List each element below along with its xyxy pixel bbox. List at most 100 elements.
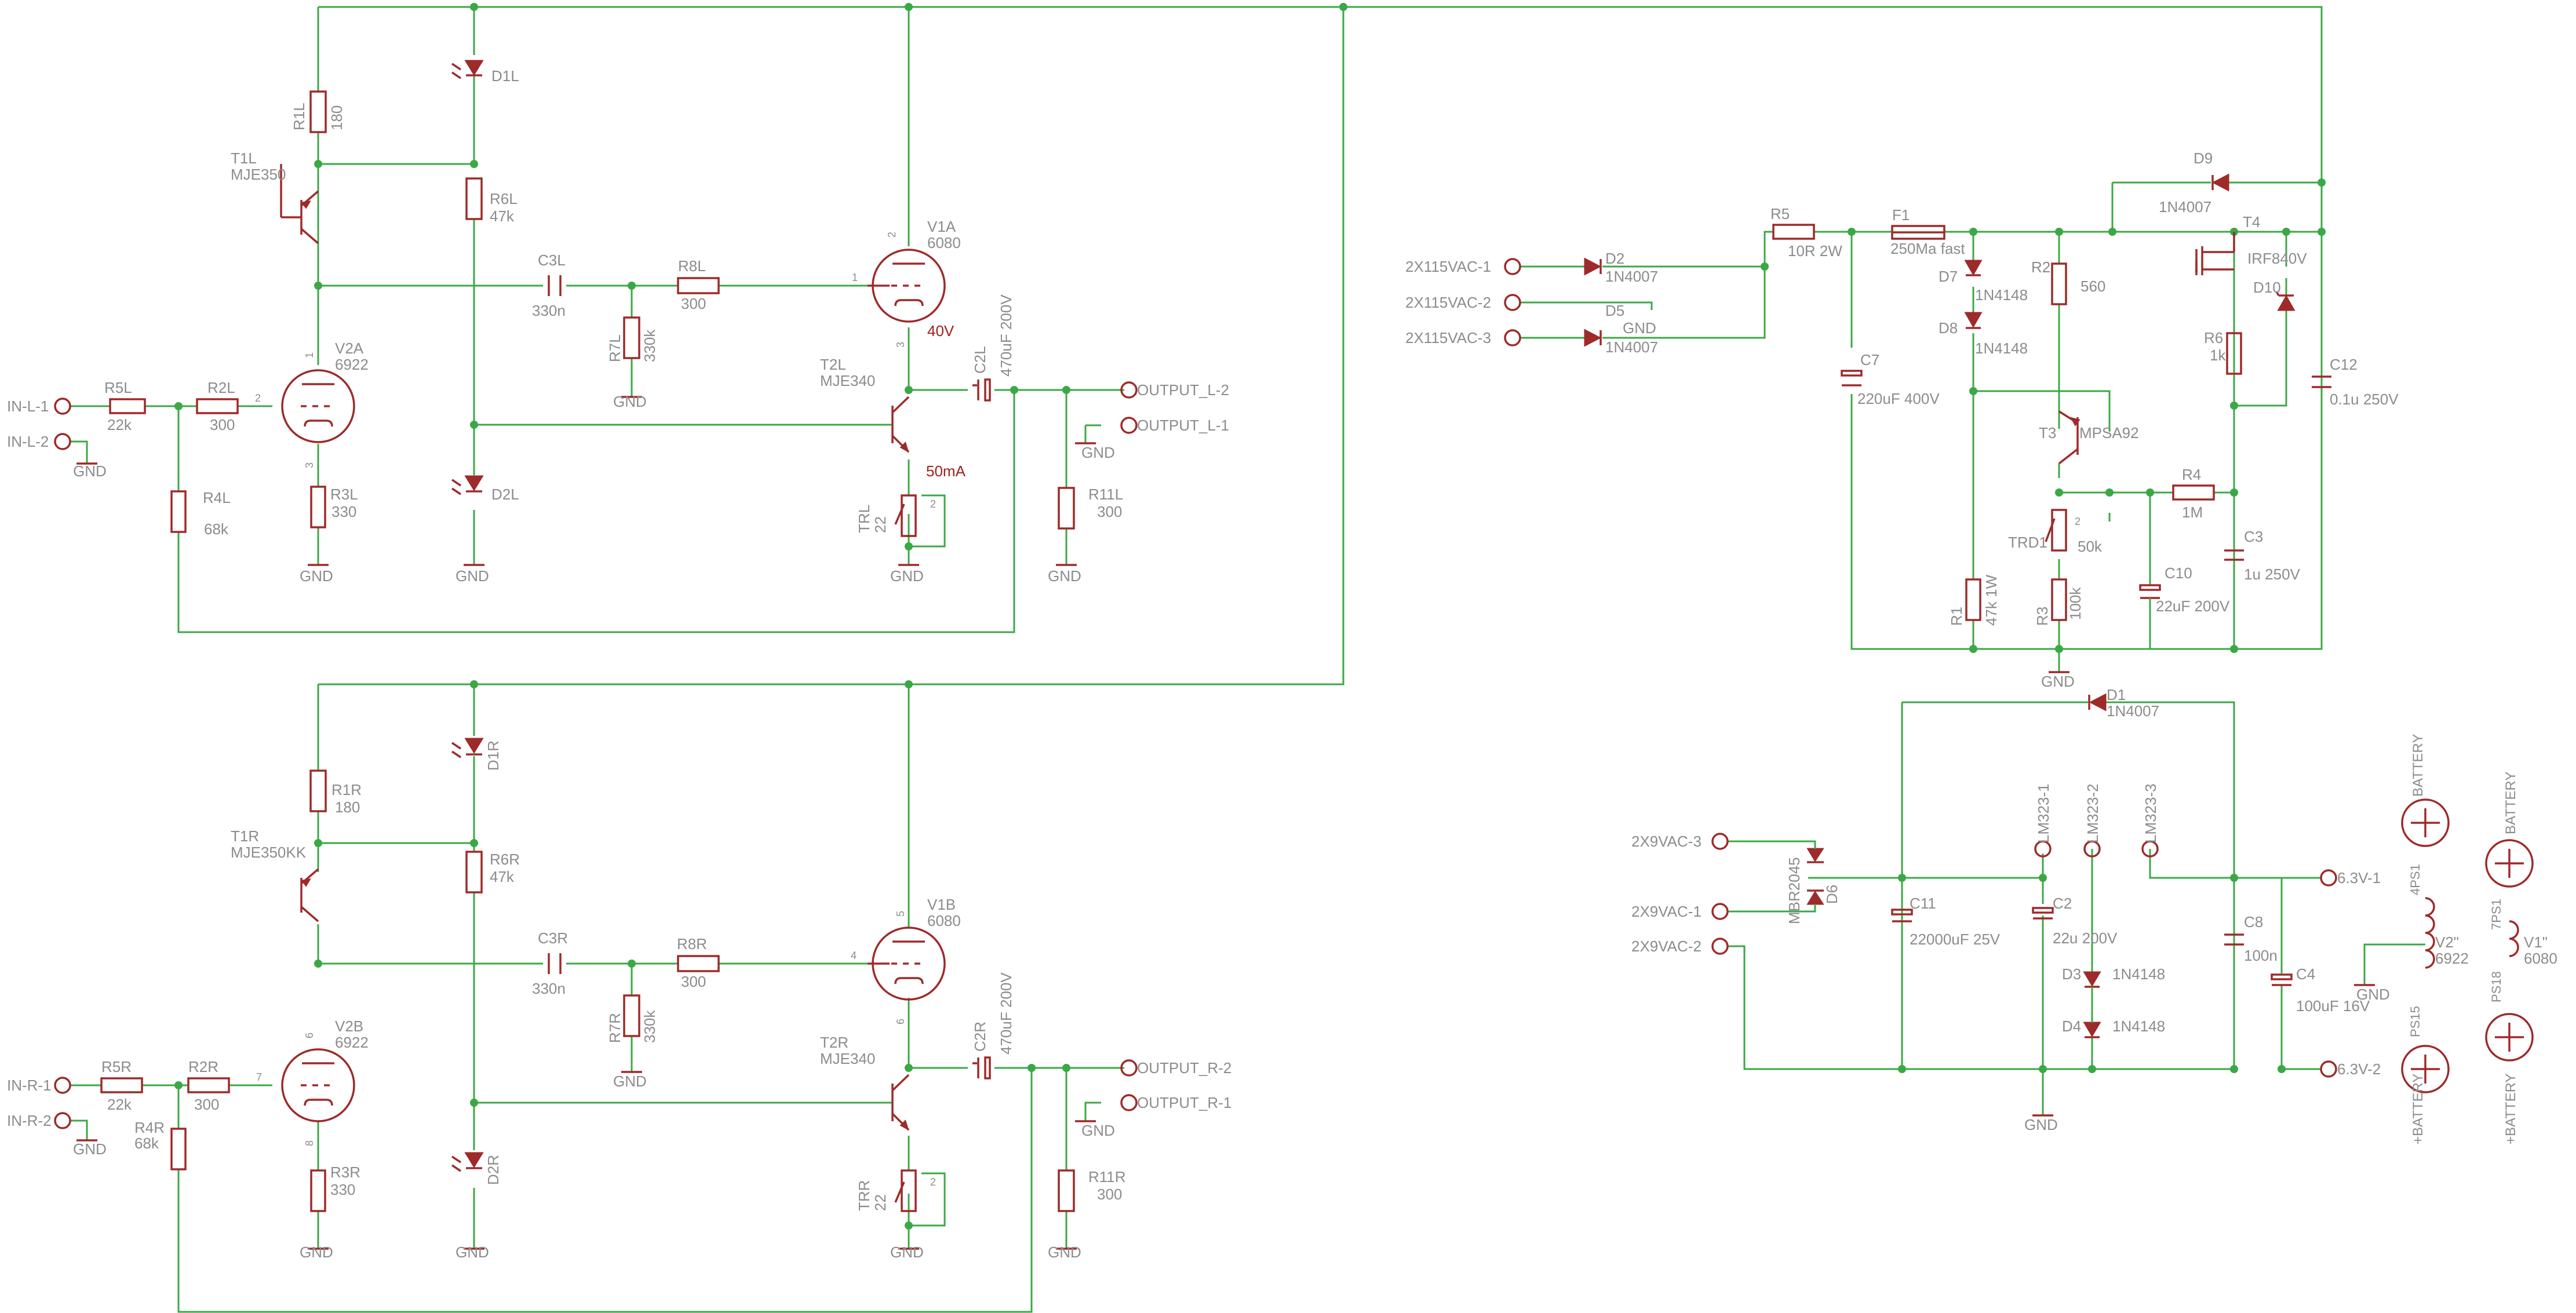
v2b-value: 6922 bbox=[335, 1034, 369, 1051]
r8r-label: R8R bbox=[677, 935, 707, 953]
capacitor-c12 bbox=[2312, 375, 2331, 388]
ac1-label: 2X115VAC-1 bbox=[1405, 258, 1491, 275]
trimmer-trl bbox=[894, 494, 917, 537]
r8l-value: 300 bbox=[681, 295, 706, 312]
tube-v2b bbox=[281, 1048, 355, 1122]
v1pp-label: V1" bbox=[2524, 933, 2548, 951]
c2l-label: C2L bbox=[971, 346, 989, 374]
resistor-r6 bbox=[2226, 332, 2242, 375]
resistor-r7r bbox=[623, 994, 640, 1037]
in-l1-label: IN-L-1 bbox=[7, 397, 49, 415]
trl-label: TRL bbox=[855, 505, 873, 533]
ps18-label: PS18 bbox=[2489, 971, 2504, 1002]
c12-value: 0.1u 250V bbox=[2330, 391, 2399, 408]
trl-pin2: 2 bbox=[930, 498, 936, 510]
t3-value: MPSA92 bbox=[2079, 424, 2139, 442]
in-r1-label: IN-R-1 bbox=[7, 1077, 52, 1094]
r6l-value: 47k bbox=[490, 207, 515, 225]
d1-value: 1N4007 bbox=[2107, 702, 2159, 720]
c10-label: C10 bbox=[2165, 564, 2192, 582]
resistor-r5l bbox=[109, 398, 146, 414]
t2l-label: T2L bbox=[820, 356, 846, 373]
c8-label: C8 bbox=[2244, 913, 2263, 931]
led-d2l bbox=[451, 475, 484, 495]
c7-value: 220uF 400V bbox=[1857, 390, 1940, 407]
ac3-label: 2X115VAC-3 bbox=[1405, 329, 1491, 347]
r4l-value: 68k bbox=[204, 520, 229, 538]
t3-label: T3 bbox=[2039, 424, 2056, 442]
v1a-40v: 40V bbox=[927, 322, 954, 340]
r1l-value: 180 bbox=[328, 105, 345, 130]
r3r-label: R3R bbox=[330, 1164, 360, 1181]
v1a-pin2: 2 bbox=[886, 232, 898, 238]
d2-label: D2 bbox=[1605, 250, 1624, 267]
resistor-r1l bbox=[309, 90, 327, 133]
d1l-label: D1L bbox=[491, 67, 519, 85]
bat4-label: +BATTERY bbox=[2503, 1074, 2519, 1144]
ac9-2-label: 2X9VAC-2 bbox=[1631, 938, 1701, 955]
r1l-label: R1L bbox=[290, 103, 308, 130]
out-r2-label: OUTPUT_R-2 bbox=[1137, 1059, 1231, 1077]
c7-label: C7 bbox=[1860, 351, 1879, 369]
diode-d8 bbox=[1964, 312, 1983, 329]
bat2-label: +BATTERY bbox=[2410, 1074, 2426, 1144]
t1l-label: T1L bbox=[231, 149, 257, 167]
resistor-r2r bbox=[187, 1077, 230, 1093]
r11l-label: R11L bbox=[1088, 486, 1123, 503]
tube-v1b bbox=[868, 927, 946, 1001]
r11l-value: 300 bbox=[1097, 503, 1122, 520]
c3l-label: C3L bbox=[538, 251, 566, 269]
resistor-r3l bbox=[310, 486, 326, 528]
diode-d4 bbox=[2083, 1022, 2101, 1038]
t2l-value: MJE340 bbox=[820, 372, 875, 389]
transistor-t1l bbox=[280, 164, 319, 245]
r11r-value: 300 bbox=[1097, 1186, 1122, 1203]
fuse-f1 bbox=[1891, 225, 1945, 240]
r4r-label: R4R bbox=[134, 1119, 165, 1136]
trr-value: 22 bbox=[872, 1194, 889, 1211]
capacitor-c2 bbox=[2032, 907, 2054, 920]
c2-label: C2 bbox=[2053, 895, 2072, 912]
r5-label: R5 bbox=[1770, 205, 1790, 223]
bat3-label: BATTERY bbox=[2503, 772, 2519, 834]
trd1-pin2: 2 bbox=[2075, 516, 2081, 527]
capacitor-c4 bbox=[2271, 973, 2293, 986]
r3r-value: 330 bbox=[330, 1181, 355, 1198]
r3-value: 100k bbox=[2067, 587, 2084, 620]
trimmer-trr bbox=[894, 1169, 917, 1212]
resistor-r11r bbox=[1058, 1169, 1075, 1212]
diode-d6 bbox=[1806, 840, 1824, 913]
trr-label: TRR bbox=[855, 1180, 873, 1211]
r6-value: 1k bbox=[2210, 347, 2226, 364]
v2a-pin2: 2 bbox=[255, 392, 261, 404]
resistor-r4r bbox=[170, 1128, 187, 1170]
d5-gnd: GND bbox=[1623, 319, 1656, 337]
capacitor-c10 bbox=[2139, 584, 2161, 599]
r5-value: 10R 2W bbox=[1788, 242, 1842, 260]
gnd-hv: GND bbox=[2041, 673, 2075, 690]
bat1-label: BATTERY bbox=[2410, 734, 2426, 797]
zener-d10 bbox=[2275, 291, 2296, 311]
d2l-label: D2L bbox=[491, 486, 519, 503]
v1a-pin3: 3 bbox=[895, 342, 906, 348]
d7-label: D7 bbox=[1939, 268, 1958, 285]
gnd-r5: GND bbox=[890, 1243, 924, 1261]
c3l-value: 330n bbox=[532, 302, 566, 319]
d8-label: D8 bbox=[1939, 319, 1958, 337]
led-d1r bbox=[451, 738, 484, 758]
r5l-label: R5L bbox=[104, 379, 132, 396]
gnd-r6: GND bbox=[1048, 1243, 1081, 1261]
resistor-r2 bbox=[2051, 262, 2067, 305]
r8l-label: R8L bbox=[678, 257, 706, 275]
f1-value: 250Ma fast bbox=[1890, 240, 1965, 257]
d7-value: 1N4148 bbox=[1975, 286, 2028, 304]
v2a-pin1: 1 bbox=[304, 352, 315, 358]
transistor-t2l bbox=[891, 396, 910, 453]
lm2-label: LM323-2 bbox=[2084, 783, 2101, 843]
led-d1l bbox=[451, 60, 484, 79]
c11-label: C11 bbox=[1910, 895, 1936, 912]
d9-value: 1N4007 bbox=[2159, 198, 2211, 216]
c2l-value: 470uF 200V bbox=[997, 294, 1015, 377]
d8-value: 1N4148 bbox=[1975, 340, 2028, 357]
